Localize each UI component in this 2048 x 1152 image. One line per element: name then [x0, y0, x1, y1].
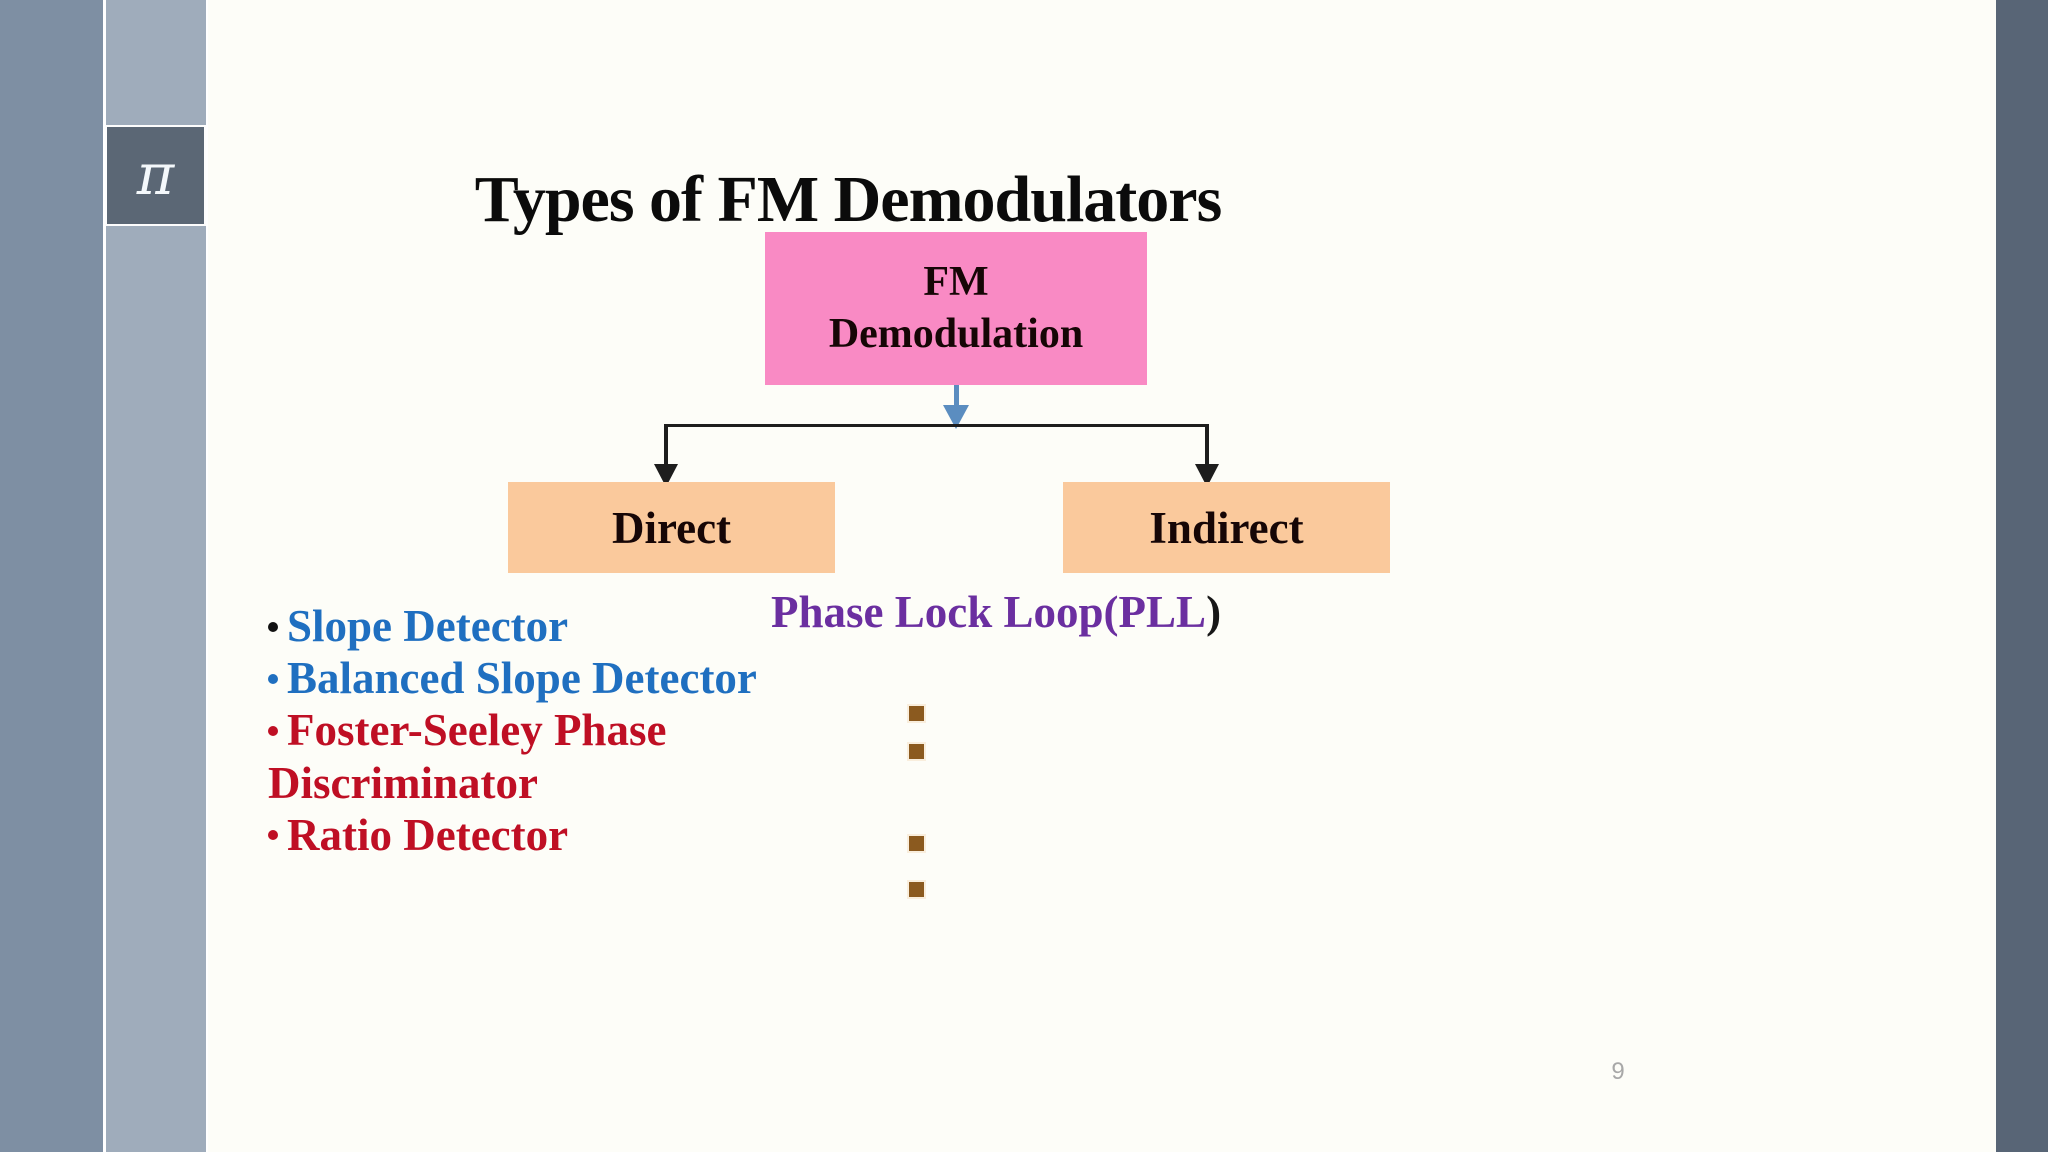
list-item-label: Foster-Seeley Phase Discriminator	[268, 705, 667, 808]
direct-methods-list: Slope Detector Balanced Slope Detector F…	[268, 600, 908, 861]
node-fm-demodulation: FM Demodulation	[765, 232, 1147, 385]
list-item: Slope Detector	[268, 600, 908, 652]
list-item: Foster-Seeley Phase Discriminator	[268, 704, 908, 808]
right-decorative-rail	[1996, 0, 2048, 1152]
connector-arrowhead-left-icon	[654, 464, 678, 487]
sidebar-outer-rail	[0, 0, 103, 1152]
connector-stem-vertical	[954, 385, 959, 423]
slide-content-area: Types of FM Demodulators FM Demodulation…	[208, 0, 1996, 1152]
page-number: 9	[1611, 1058, 1625, 1085]
square-bullet-icon	[907, 880, 926, 899]
phase-lock-loop-label: Phase Lock Loop(PLL)	[771, 586, 1221, 638]
connector-drop-left	[664, 424, 668, 472]
node-fm-demodulation-line1: FM	[923, 259, 989, 306]
square-bullet-icon	[907, 834, 926, 853]
square-bullet-icon	[907, 704, 926, 723]
pi-symbol-badge: π	[105, 125, 206, 226]
connector-bus-right	[956, 424, 1208, 427]
phase-lock-loop-text: Phase Lock Loop(PLL	[771, 587, 1207, 637]
square-bullet-icon	[907, 742, 926, 761]
phase-lock-loop-close-paren: )	[1206, 587, 1222, 637]
list-item: Balanced Slope Detector	[268, 652, 908, 704]
list-item: Ratio Detector	[268, 809, 908, 861]
node-direct: Direct	[508, 482, 835, 573]
list-item-label: Ratio Detector	[287, 809, 569, 860]
bullet-dot-icon	[268, 673, 278, 684]
bullet-dot-icon	[268, 726, 278, 737]
node-fm-demodulation-line2: Demodulation	[828, 310, 1084, 357]
node-indirect: Indirect	[1063, 482, 1390, 573]
page-title: Types of FM Demodulators	[474, 163, 1223, 237]
list-item-label: Slope Detector	[287, 601, 569, 651]
connector-arrowhead-right-icon	[1195, 464, 1219, 487]
bullet-dot-icon	[268, 830, 278, 841]
connector-bus-left	[664, 424, 1209, 427]
bullet-dot-icon	[268, 621, 278, 632]
list-item-label: Balanced Slope Detector	[287, 653, 757, 704]
connector-drop-right	[1205, 424, 1209, 472]
